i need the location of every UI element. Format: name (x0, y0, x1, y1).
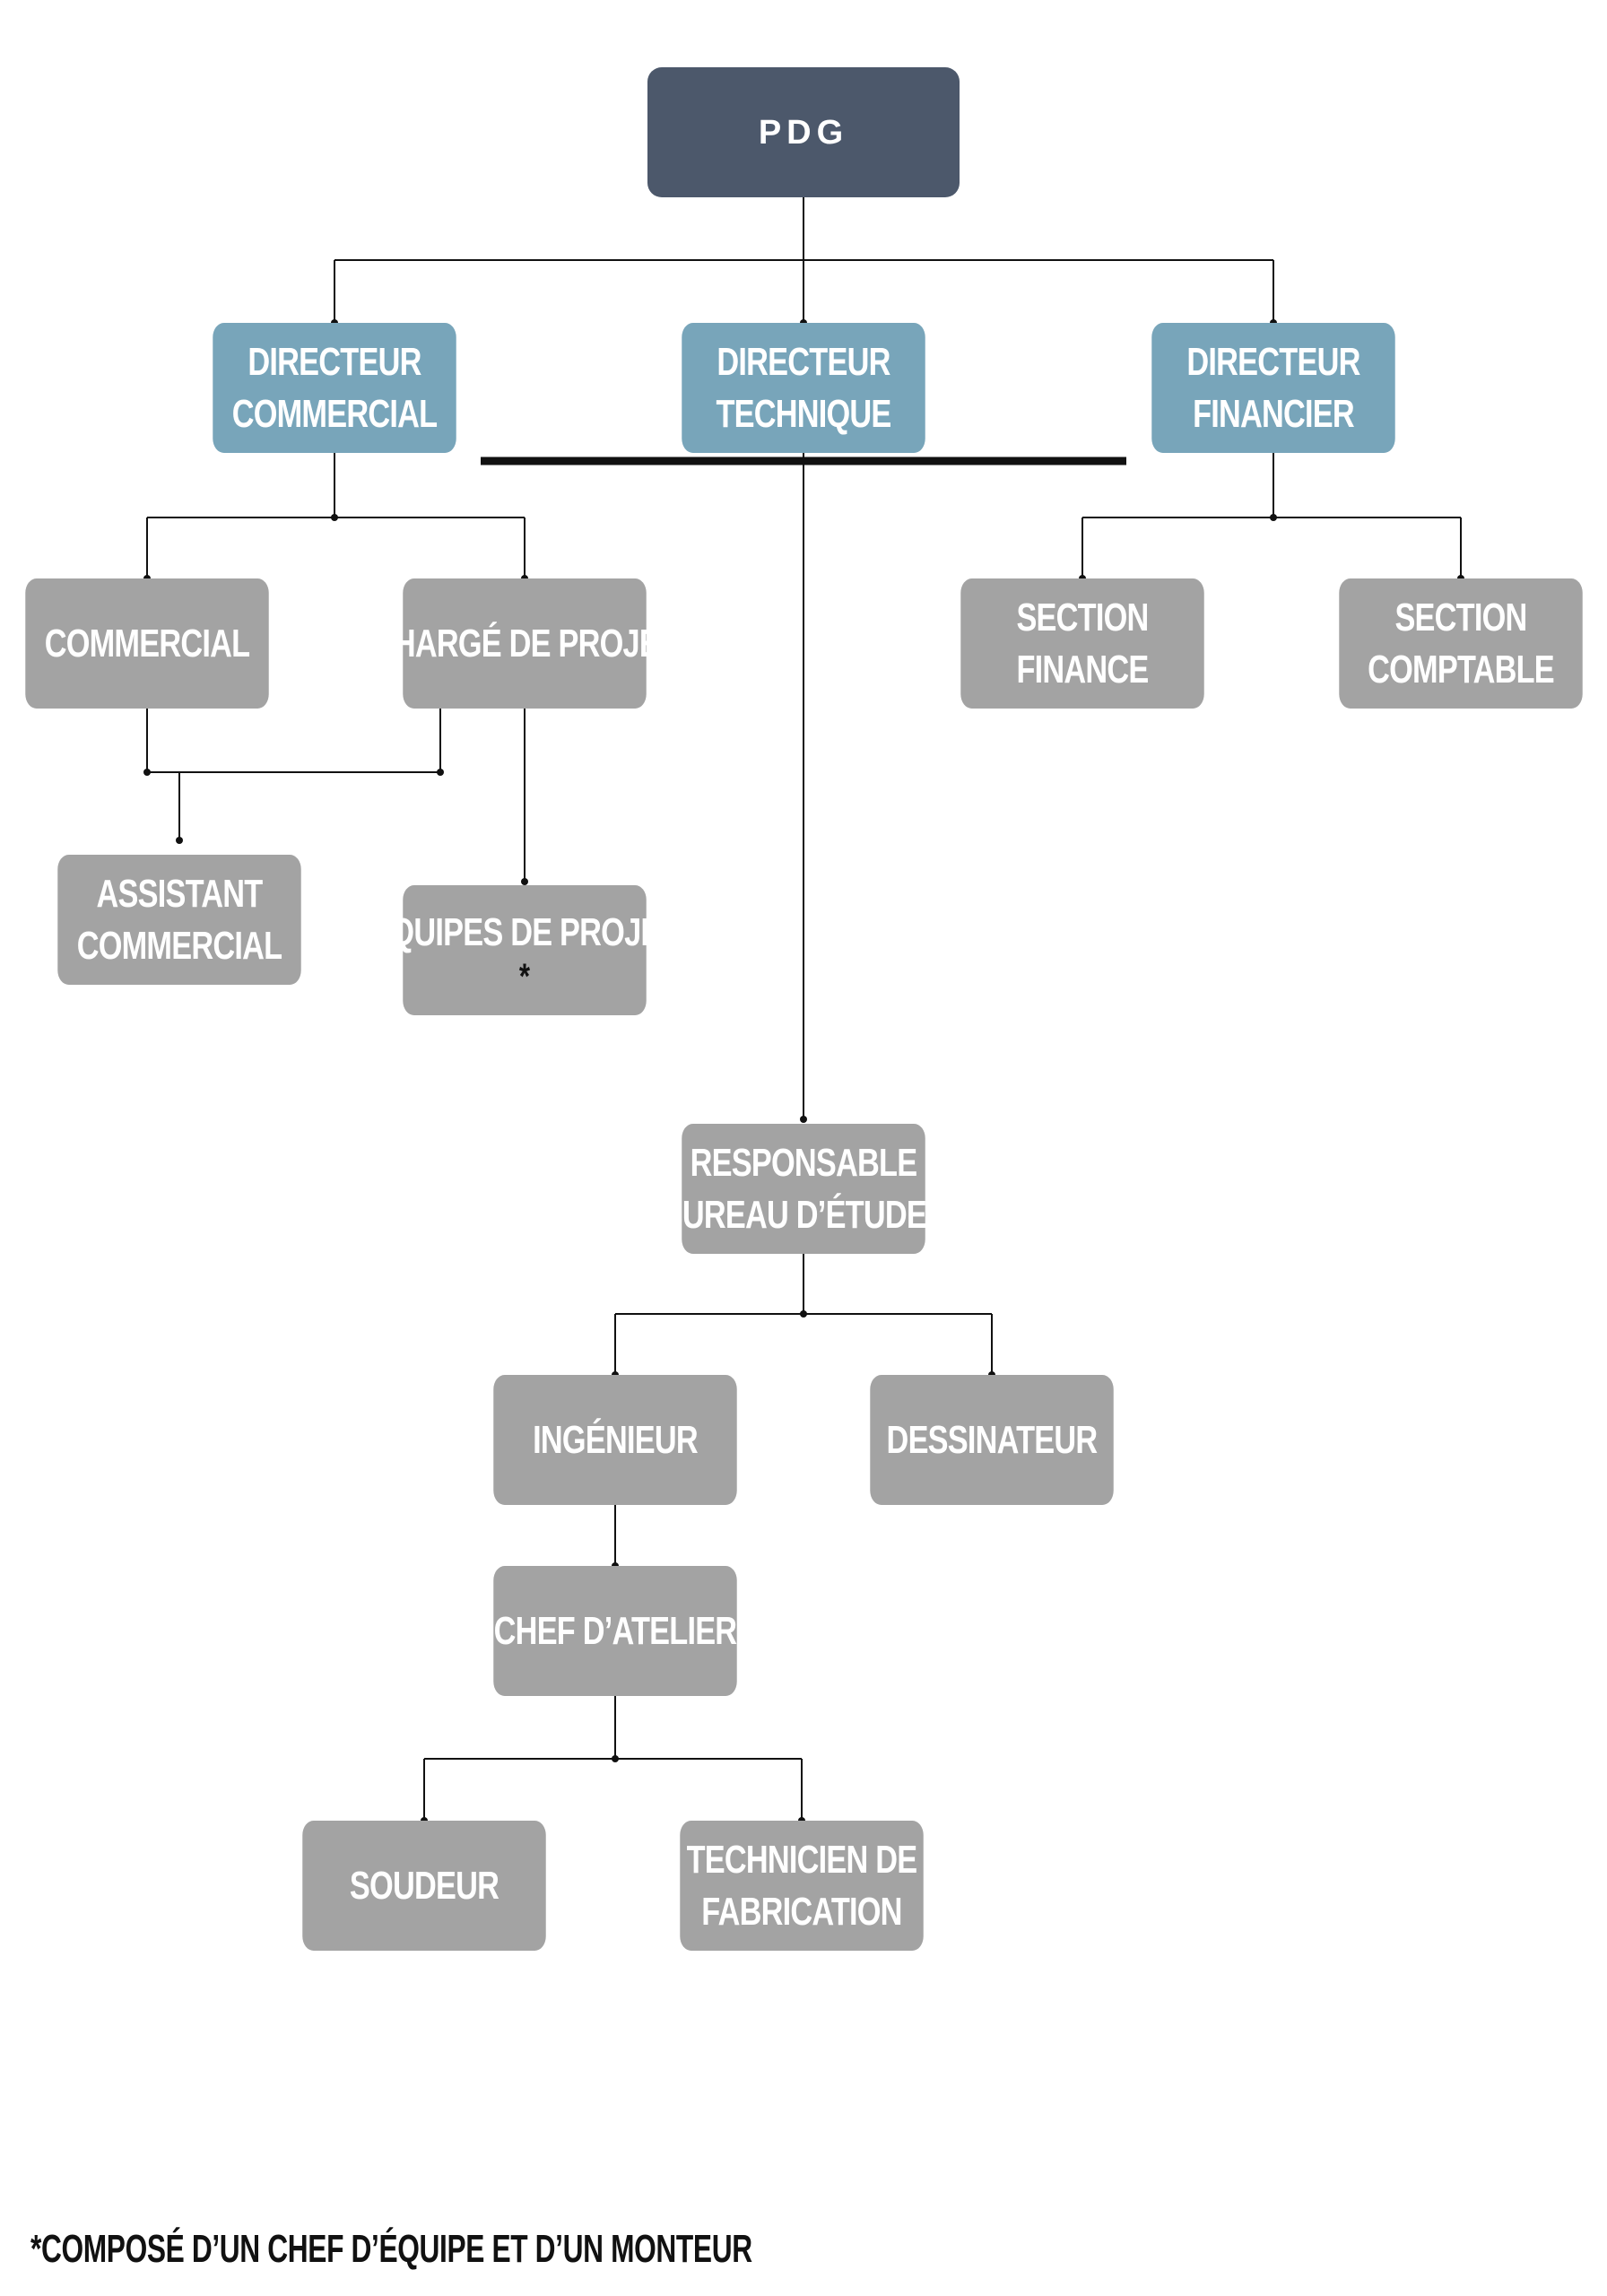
ingenieur-label-line: INGÉNIEUR (533, 1417, 698, 1462)
directeur-technique-box: DIRECTEUR TECHNIQUE (682, 323, 925, 453)
connector-dot (176, 837, 183, 844)
section-finance-label-line: FINANCE (1016, 647, 1149, 691)
assistant-commercial-box: ASSISTANT COMMERCIAL (57, 855, 301, 985)
equipes-de-projet-label-line: * (518, 956, 531, 996)
commercial-box: COMMERCIAL (25, 578, 269, 709)
charge-de-projet-label-line: CHARGÉ DE PROJET (371, 621, 678, 665)
directeur-financier-label-line: FINANCIER (1193, 391, 1355, 436)
assistant-commercial-label-line: ASSISTANT (96, 871, 264, 916)
directeur-commercial-label-line: COMMERCIAL (231, 391, 438, 436)
pdg-box: PDG (647, 67, 960, 197)
equipes-de-projet-label-line: ÉQUIPES DE PROJET (370, 909, 679, 954)
soudeur-box: SOUDEUR (302, 1821, 546, 1951)
section-comptable-label-line: SECTION (1394, 595, 1527, 639)
ingenieur-box: INGÉNIEUR (493, 1375, 737, 1505)
dessinateur-box: DESSINATEUR (870, 1375, 1114, 1505)
responsable-bureau-etudes-label-line: RESPONSABLE (690, 1140, 917, 1185)
section-comptable-box: SECTION COMPTABLE (1339, 578, 1583, 709)
directeur-technique-label-line: TECHNIQUE (716, 391, 891, 436)
connector-dot (800, 1116, 807, 1123)
technicien-de-fabrication-label-line: FABRICATION (701, 1889, 902, 1934)
charge-de-projet-box: CHARGÉ DE PROJET (372, 578, 678, 709)
directeur-financier-label-line: DIRECTEUR (1186, 339, 1360, 384)
directeur-financier-box: DIRECTEUR FINANCIER (1151, 323, 1395, 453)
technicien-de-fabrication-label-line: TECHNICIEN DE (686, 1837, 918, 1882)
dessinateur-label-line: DESSINATEUR (886, 1417, 1099, 1462)
section-finance-box: SECTION FINANCE (960, 578, 1204, 709)
directeur-technique-label-line: DIRECTEUR (717, 339, 890, 384)
chef-d-atelier-box: CHEF D’ATELIER (493, 1566, 737, 1696)
commercial-label-line: COMMERCIAL (44, 621, 250, 665)
soudeur-label-line: SOUDEUR (349, 1863, 499, 1908)
responsable-bureau-etudes-box: RESPONSABLE BUREAU D’ÉTUDES (661, 1124, 947, 1254)
connector-dot (521, 878, 528, 885)
equipes-de-projet-box: ÉQUIPES DE PROJET* (370, 885, 679, 1015)
directeur-commercial-box: DIRECTEUR COMMERCIAL (213, 323, 456, 453)
pdg-label-line: PDG (758, 113, 849, 152)
technicien-de-fabrication-box: TECHNICIEN DE FABRICATION (680, 1821, 924, 1951)
footnote: *COMPOSÉ D’UN CHEF D’ÉQUIPE ET D’UN MONT… (30, 2227, 752, 2271)
assistant-commercial-label-line: COMMERCIAL (76, 923, 282, 968)
chef-d-atelier-label-line: CHEF D’ATELIER (493, 1608, 737, 1653)
section-comptable-label-line: COMPTABLE (1368, 647, 1555, 691)
responsable-bureau-etudes-label-line: BUREAU D’ÉTUDES (660, 1192, 947, 1237)
section-finance-label-line: SECTION (1016, 595, 1149, 639)
directeur-commercial-label-line: DIRECTEUR (248, 339, 421, 384)
